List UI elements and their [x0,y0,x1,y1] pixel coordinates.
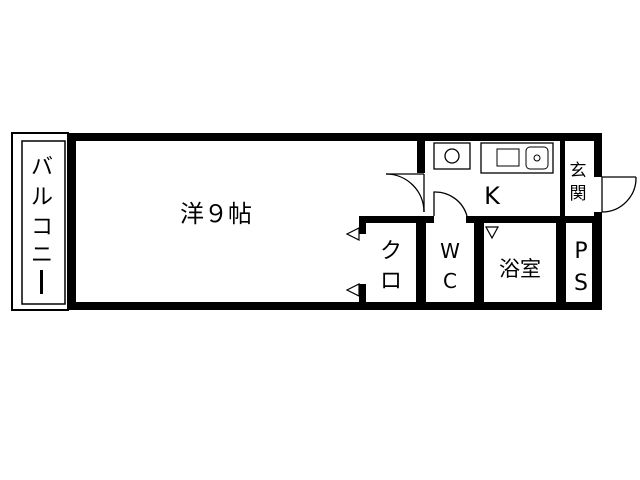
entrance-label-1: 玄 [570,161,587,181]
closet-label: ク ロ [380,239,402,294]
balcony-char: コ [31,215,53,240]
door-swing-western [385,173,425,213]
toilet-label-w: W [440,239,460,263]
room-label-kitchen: K [484,182,501,210]
balcony [11,132,73,311]
washer-icon [433,142,471,170]
interior-walls [359,133,602,310]
balcony-label: バ ル コ ニ [31,155,53,294]
balcony-char-dash [40,270,43,294]
closet-label-ro: ロ [380,269,402,294]
closet-door-marks [345,227,360,297]
entrance-label: 玄 関 [570,161,587,204]
balcony-char: ニ [31,243,53,268]
toilet-label-c: C [443,269,457,293]
door-swing-wc [433,191,468,217]
ps-label-p: P [574,239,587,264]
balcony-char: バ [31,155,53,180]
entrance-label-2: 関 [570,184,587,204]
kitchen-counter-icon [480,142,554,174]
balcony-char: ル [31,185,53,210]
room-label-bath: 浴室 [499,257,541,281]
closet-label-ku: ク [380,239,402,264]
bath-door-mark [484,226,500,240]
ps-label-s: S [574,271,588,296]
doors [385,173,637,217]
door-swing-entrance [601,176,637,213]
room-label-western: 洋９帖 [180,200,252,228]
